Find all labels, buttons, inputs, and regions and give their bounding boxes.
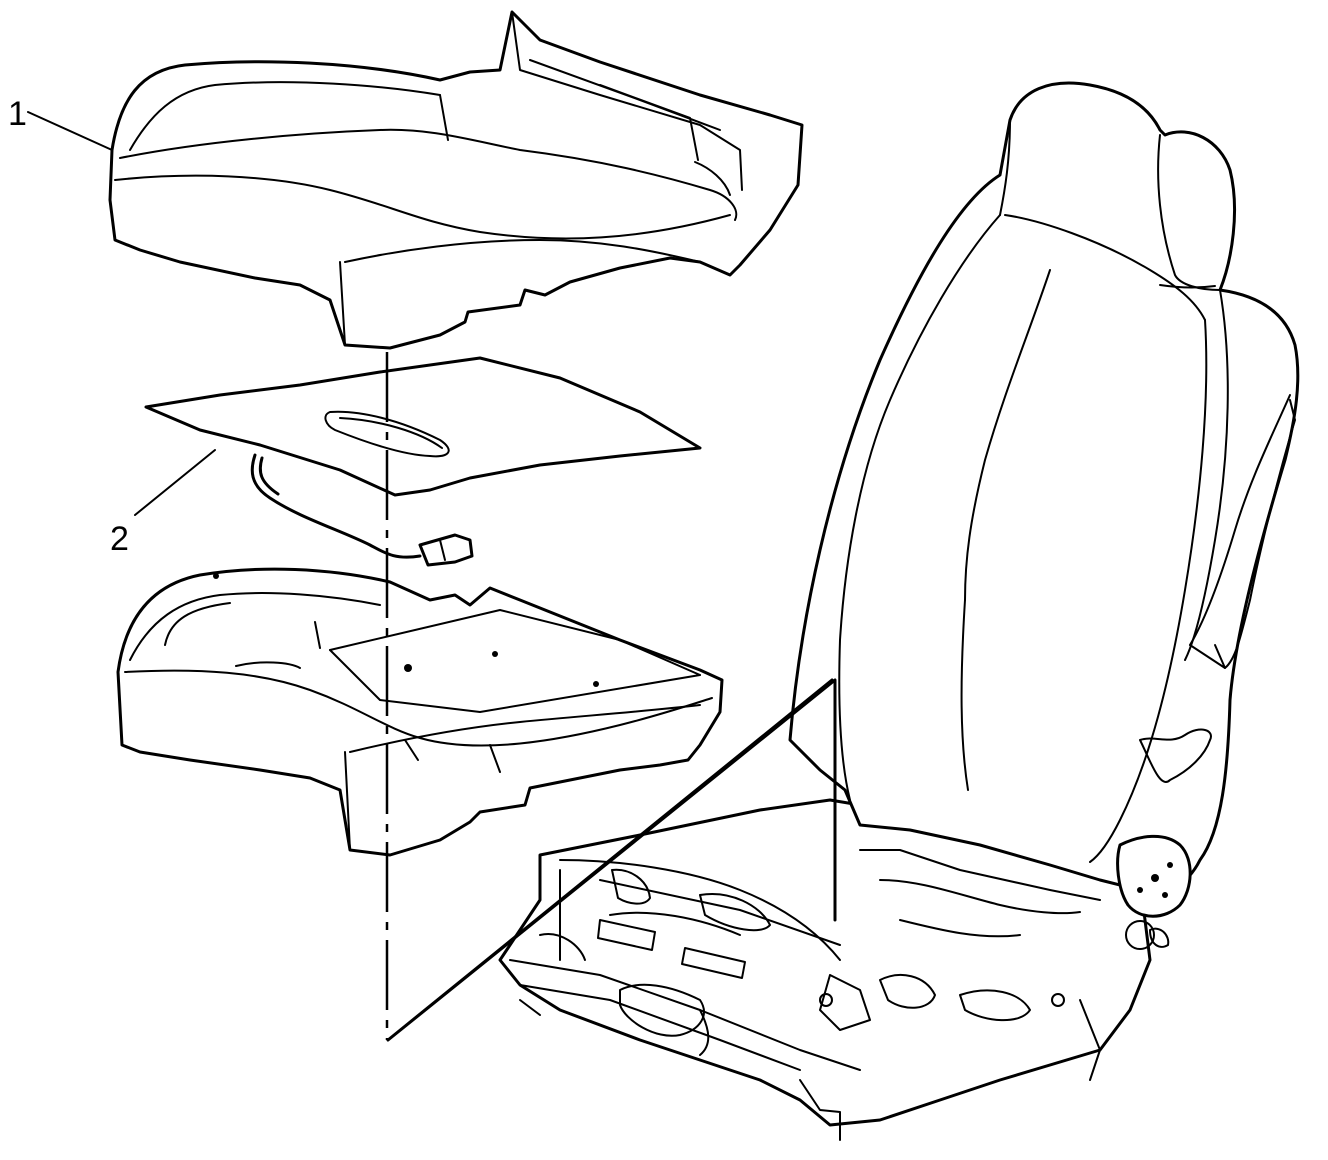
- seat-heater-pad: [144, 356, 702, 567]
- seat-back: [788, 81, 1300, 897]
- callout-2-leader: [134, 449, 216, 516]
- callout-1-label: 1: [8, 95, 27, 133]
- callout-1-leader: [27, 111, 113, 151]
- seat-cushion-pad: [116, 567, 724, 857]
- seat-cushion-cover: [108, 10, 804, 350]
- callout-2-label: 2: [110, 520, 129, 558]
- seat-frame: [498, 798, 1155, 1141]
- recliner-mechanism: [1116, 834, 1192, 948]
- view-pointer-triangle: [386, 678, 837, 1042]
